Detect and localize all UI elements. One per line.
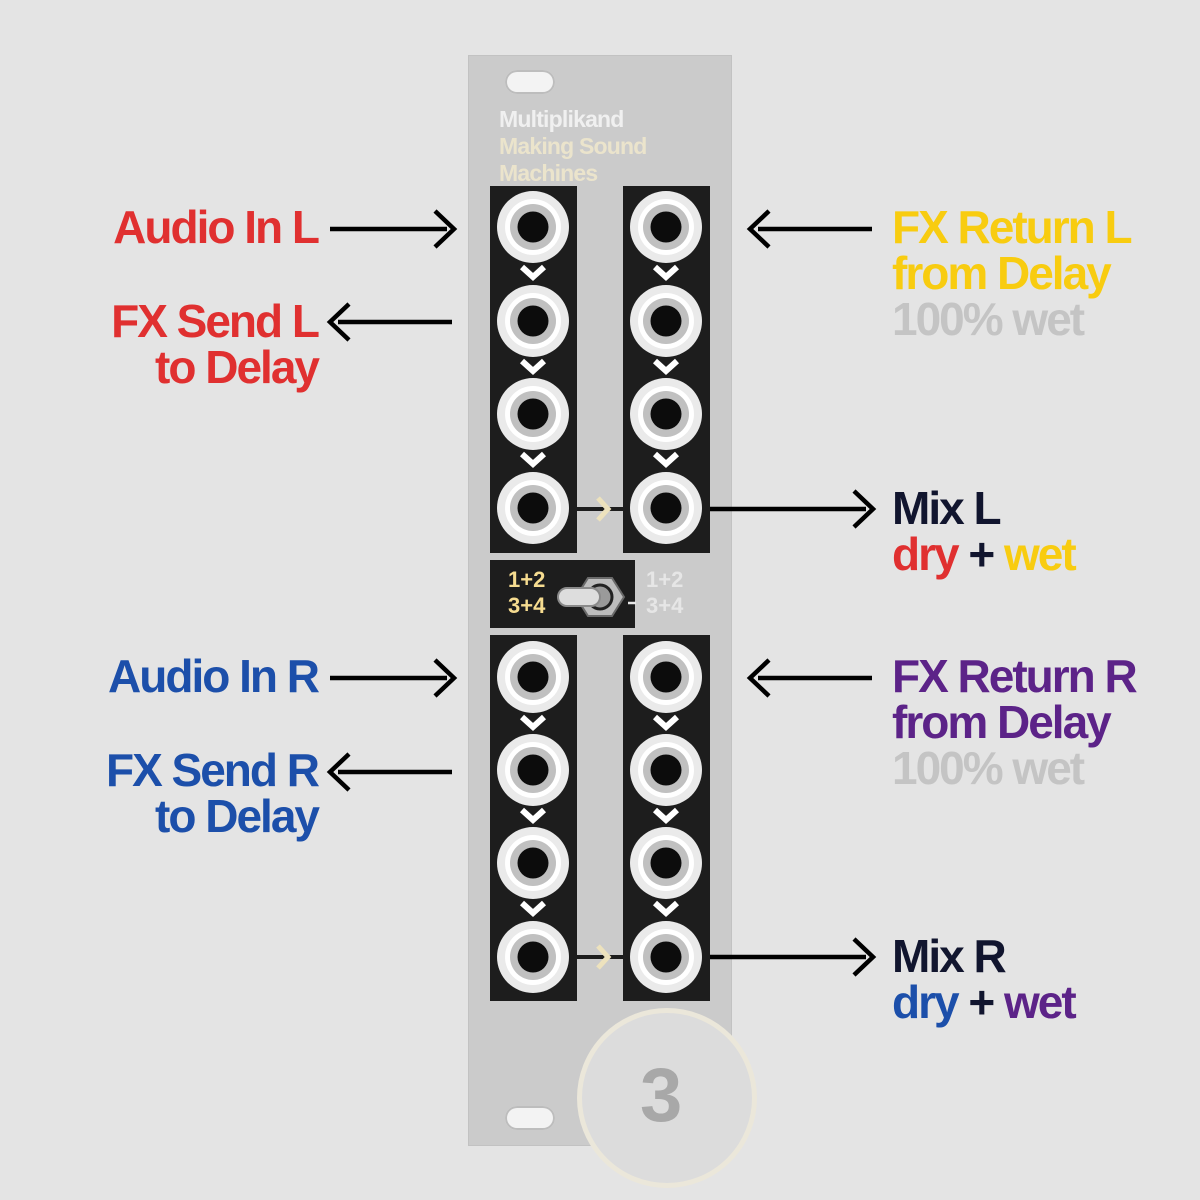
normal-arrow-icon	[655, 361, 677, 371]
jack-audio-in-r	[497, 641, 569, 713]
label-fx-send-r: FX Send R	[105, 744, 320, 796]
jack-fx-return-l	[630, 191, 702, 263]
label-fx-return-r-wet: 100% wet	[892, 742, 1085, 794]
switch-lever-icon	[557, 587, 601, 607]
jack-audio-in-l	[497, 191, 569, 263]
jack-top-left-3	[497, 378, 569, 450]
jack-fx-send-l	[497, 285, 569, 357]
brand-line-2: Making Sound	[499, 133, 647, 159]
jack-top-right-2	[630, 285, 702, 357]
jack-mix-r	[630, 921, 702, 993]
connector-arrow-icon	[596, 496, 612, 522]
module-number-badge	[577, 1008, 757, 1188]
jack-mix-l	[630, 472, 702, 544]
jack-fx-send-r	[497, 734, 569, 806]
label-fx-send-r-sub: to Delay	[155, 790, 320, 842]
switch-label-left-bottom: 3+4	[508, 593, 546, 618]
switch-label-right-top: 1+2	[646, 567, 684, 592]
label-fx-return-l-wet: 100% wet	[892, 293, 1085, 345]
normal-arrow-icon	[655, 810, 677, 820]
label-fx-return-r: FX Return R	[892, 650, 1138, 702]
normal-arrow-icon	[522, 903, 544, 913]
label-fx-return-l-sub: from Delay	[892, 247, 1112, 299]
label-mix-l: Mix L	[892, 482, 1002, 534]
label-mix-l-dry: dry	[892, 528, 960, 580]
label-fx-return-r-sub: from Delay	[892, 696, 1112, 748]
brand-line-1: Multiplikand	[499, 106, 624, 132]
jack-bottom-left-4	[497, 921, 569, 993]
label-audio-in-r: Audio In R	[108, 650, 320, 702]
normal-arrow-icon	[655, 454, 677, 464]
label-mix-r-plus: +	[968, 976, 995, 1028]
label-mix-r-sub: dry + wet	[892, 976, 1077, 1028]
switch-label-left-top: 1+2	[508, 567, 546, 592]
normal-arrow-icon	[522, 454, 544, 464]
normal-arrow-icon	[655, 717, 677, 727]
mounting-slot-bottom	[505, 1106, 555, 1130]
normal-arrow-icon	[655, 267, 677, 277]
normal-arrow-icon	[522, 267, 544, 277]
normal-arrow-icon	[522, 810, 544, 820]
switch-label-right-bottom: 3+4	[646, 593, 684, 618]
normal-arrow-icon	[655, 903, 677, 913]
jack-fx-return-r	[630, 641, 702, 713]
label-fx-send-l: FX Send L	[111, 295, 320, 347]
label-fx-send-l-sub: to Delay	[155, 341, 320, 393]
label-audio-in-l: Audio In L	[113, 201, 320, 253]
jack-bottom-left-3	[497, 827, 569, 899]
label-fx-return-l: FX Return L	[892, 201, 1133, 253]
label-mix-r: Mix R	[892, 930, 1007, 982]
jack-top-right-3	[630, 378, 702, 450]
mounting-slot-top	[505, 70, 555, 94]
module-number: 3	[640, 1053, 683, 1138]
normal-arrow-icon	[522, 361, 544, 371]
label-mix-l-plus: +	[968, 528, 995, 580]
label-mix-r-wet: wet	[1004, 976, 1077, 1028]
connector-arrow-icon	[596, 944, 612, 970]
jack-bottom-right-3	[630, 827, 702, 899]
jack-top-left-4	[497, 472, 569, 544]
brand-text: Multiplikand Making Sound Machines	[499, 106, 647, 187]
jack-bottom-right-2	[630, 734, 702, 806]
brand-line-3: Machines	[499, 160, 598, 186]
label-mix-l-wet: wet	[1004, 528, 1077, 580]
label-mix-l-sub: dry + wet	[892, 528, 1077, 580]
normal-arrow-icon	[522, 717, 544, 727]
label-mix-r-dry: dry	[892, 976, 960, 1028]
